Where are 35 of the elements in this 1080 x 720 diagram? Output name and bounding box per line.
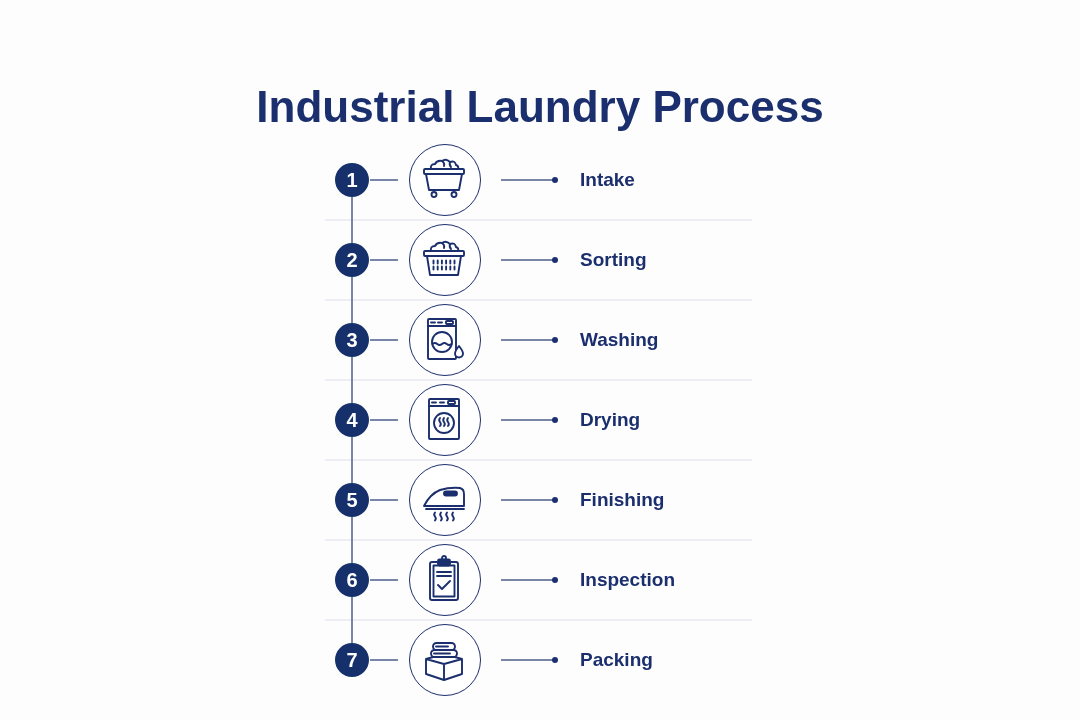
connector-line — [369, 419, 399, 421]
step-number: 7 — [335, 643, 369, 677]
connector-line — [500, 577, 558, 583]
step-label: Packing — [580, 648, 653, 672]
connector-line — [351, 276, 353, 324]
connector-line — [500, 337, 558, 343]
connector-line — [369, 579, 399, 581]
connector-line — [500, 177, 558, 183]
step-number: 3 — [335, 323, 369, 357]
step-label: Intake — [580, 168, 635, 192]
connector-line — [351, 516, 353, 564]
connector-line — [369, 259, 399, 261]
connector-line — [351, 436, 353, 484]
step-number: 1 — [335, 163, 369, 197]
step-label: Inspection — [580, 568, 675, 592]
connector-line — [500, 497, 558, 503]
connector-line — [351, 596, 353, 644]
connector-line — [500, 257, 558, 263]
connector-line — [351, 196, 353, 244]
connector-line — [500, 417, 558, 423]
step-label: Drying — [580, 408, 641, 432]
connector-line — [369, 179, 399, 181]
step-label: Washing — [580, 328, 659, 352]
step-number: 5 — [335, 483, 369, 517]
connector-line — [351, 356, 353, 404]
connector-line — [369, 339, 399, 341]
title: Industrial Laundry Process — [256, 81, 824, 133]
step-number: 2 — [335, 243, 369, 277]
connector-line — [500, 657, 558, 663]
step-label: Sorting — [580, 248, 647, 272]
step-label: Finishing — [580, 488, 665, 512]
connector-line — [369, 659, 399, 661]
connector-line — [369, 499, 399, 501]
step-number: 4 — [335, 403, 369, 437]
step-number: 6 — [335, 563, 369, 597]
